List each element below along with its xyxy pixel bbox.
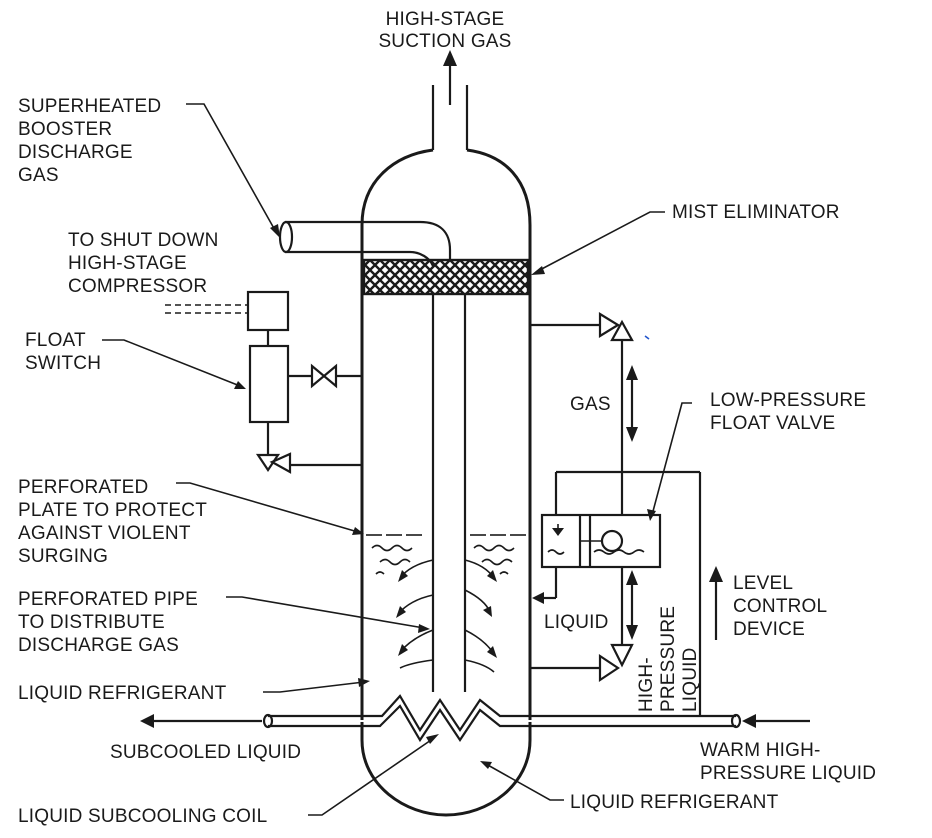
gas-equalizer-line [530, 312, 638, 515]
float-switch-assembly [165, 290, 362, 474]
label-liquid-subcooling-coil: LIQUID SUBCOOLING COIL [18, 806, 267, 827]
label-liquid-refrigerant-left: LIQUID REFRIGERANT [18, 683, 227, 704]
liquid-surface [366, 534, 526, 575]
label-liquid: LIQUID [544, 612, 609, 633]
label-high-stage-suction: SUCTION GAS [378, 31, 511, 52]
label-warm-high-pressure-liquid: PRESSURE LIQUID [700, 763, 876, 784]
label-liquid-refrigerant-bottom: LIQUID REFRIGERANT [570, 792, 779, 813]
label-float-switch: SWITCH [25, 353, 101, 374]
label-to-shut-down: HIGH-STAGE [68, 253, 187, 274]
label-perforated-plate: PLATE TO PROTECT [18, 500, 207, 521]
label-level-control-device: CONTROL [733, 596, 827, 617]
label-high-stage-suction: HIGH-STAGE [386, 9, 505, 30]
label-to-shut-down: TO SHUT DOWN [68, 230, 219, 251]
suction-outlet-pipe [431, 50, 469, 150]
distribution-arrows [396, 559, 497, 673]
label-superheated-booster: GAS [18, 165, 59, 186]
label-low-pressure-float-valve: FLOAT VALVE [710, 413, 835, 434]
label-subcooled-liquid: SUBCOOLED LIQUID [110, 742, 301, 763]
label-level-control-device: LEVEL [733, 573, 793, 594]
label-gas: GAS [570, 394, 611, 415]
label-warm-high-pressure-liquid: WARM HIGH- [700, 740, 821, 761]
leader-lines [102, 103, 692, 816]
label-perforated-pipe: TO DISTRIBUTE [18, 612, 165, 633]
label-float-switch: FLOAT [25, 330, 86, 351]
label-superheated-booster: DISCHARGE [18, 142, 133, 163]
arrow-up-icon [443, 50, 457, 66]
level-control-arrow [709, 566, 723, 640]
label-high-pressure-liquid: LIQUID [680, 647, 701, 712]
low-pressure-float-valve [532, 470, 702, 716]
vessel-shell [360, 148, 532, 817]
label-superheated-booster: BOOSTER [18, 119, 112, 140]
label-superheated-booster: SUPERHEATED [18, 96, 161, 117]
label-high-pressure-liquid: HIGH- [636, 657, 657, 712]
arrow-left-icon [742, 714, 756, 728]
arrow-left-icon [140, 714, 154, 728]
label-high-pressure-liquid: PRESSURE [658, 606, 679, 712]
mist-eliminator-mesh [362, 258, 530, 296]
booster-discharge-inlet [278, 220, 467, 692]
label-perforated-plate: SURGING [18, 546, 108, 567]
liquid-level-line [530, 567, 638, 683]
label-to-shut-down: COMPRESSOR [68, 276, 207, 297]
label-perforated-plate: AGAINST VIOLENT [18, 523, 191, 544]
label-perforated-plate: PERFORATED [18, 477, 148, 498]
label-low-pressure-float-valve: LOW-PRESSURE [710, 390, 866, 411]
label-perforated-pipe: DISCHARGE GAS [18, 635, 179, 656]
subcooling-coil [140, 694, 810, 743]
label-mist-eliminator: MIST ELIMINATOR [672, 202, 840, 223]
label-perforated-pipe: PERFORATED PIPE [18, 589, 198, 610]
label-level-control-device: DEVICE [733, 619, 805, 640]
